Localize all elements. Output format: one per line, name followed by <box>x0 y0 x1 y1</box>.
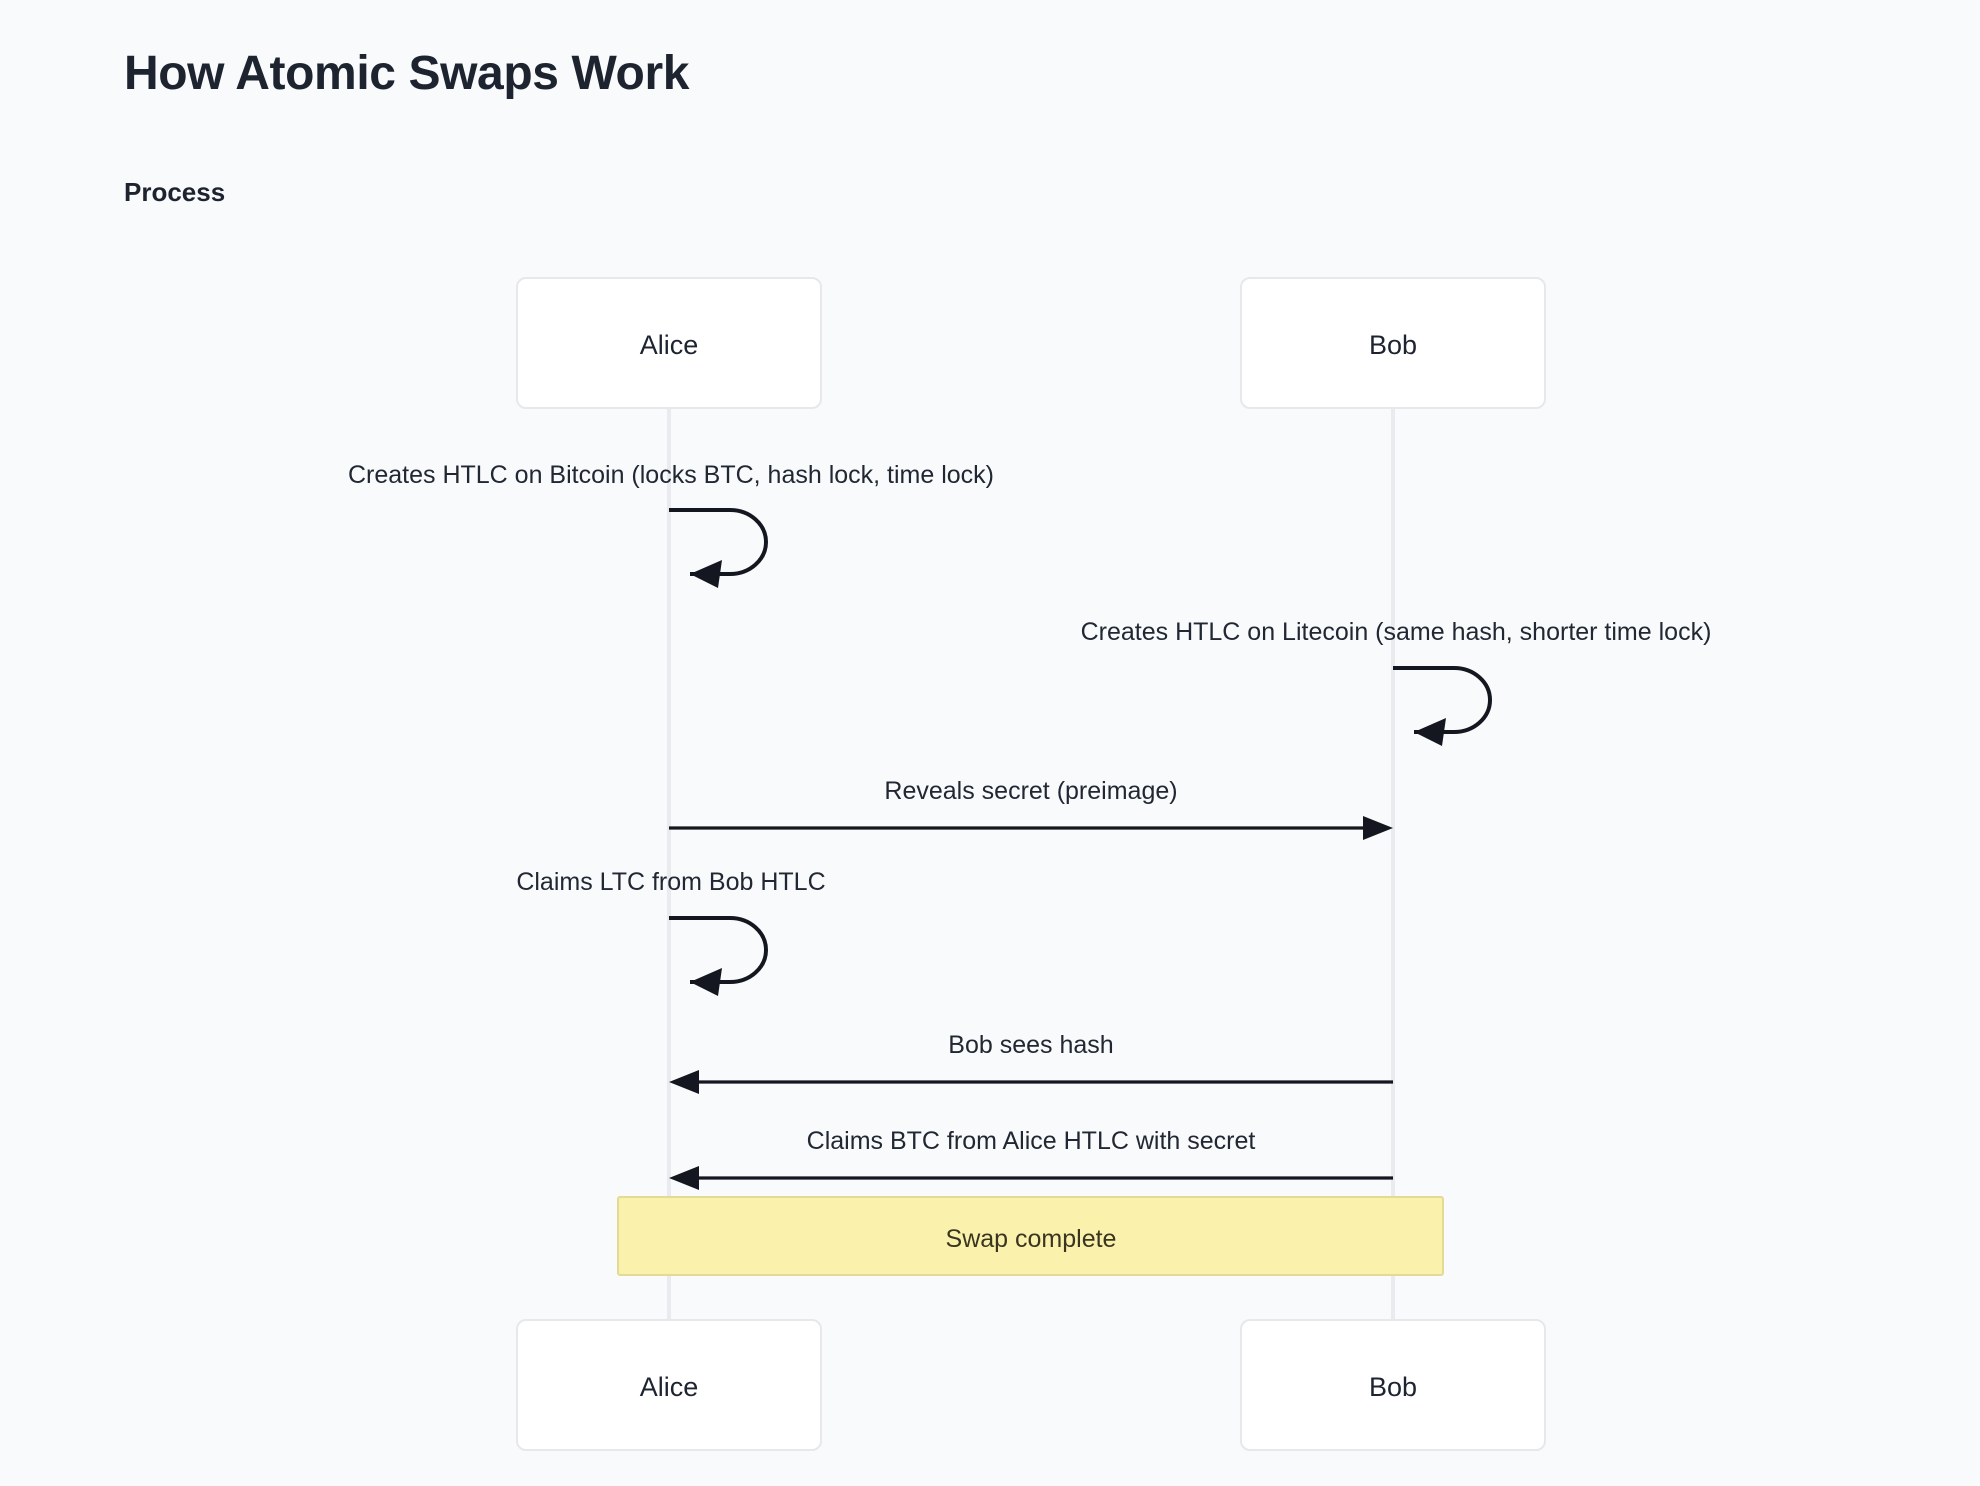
actor-label-alice-top: Alice <box>640 330 699 360</box>
actor-box-alice-bottom[interactable] <box>516 1319 822 1451</box>
message-label-1: Creates HTLC on Bitcoin (locks BTC, hash… <box>348 461 994 489</box>
note-label-swap-complete: Swap complete <box>946 1225 1117 1253</box>
message-label-3: Reveals secret (preimage) <box>884 777 1177 805</box>
message-arrow-1 <box>669 508 768 576</box>
message-label-4: Claims LTC from Bob HTLC <box>516 868 825 896</box>
message-label-6: Claims BTC from Alice HTLC with secret <box>807 1127 1256 1155</box>
message-arrowhead-4 <box>690 968 722 996</box>
message-arrowhead-3 <box>1363 816 1393 840</box>
message-arrowhead-6 <box>669 1166 699 1190</box>
message-arrowhead-2 <box>1414 718 1446 746</box>
actor-box-alice-top[interactable] <box>516 277 822 409</box>
page-title: How Atomic Swaps Work <box>124 47 690 100</box>
note-box-swap-complete <box>617 1196 1444 1276</box>
message-arrowhead-1 <box>690 560 722 588</box>
message-label-5: Bob sees hash <box>948 1031 1113 1059</box>
message-label-2: Creates HTLC on Litecoin (same hash, sho… <box>1081 618 1712 646</box>
actor-label-bob-bottom: Bob <box>1369 1372 1417 1402</box>
message-arrowhead-5 <box>669 1070 699 1094</box>
actor-box-bob-top[interactable] <box>1240 277 1546 409</box>
section-heading-process: Process <box>124 177 226 207</box>
message-arrow-2 <box>1393 666 1492 734</box>
actor-label-alice-bottom: Alice <box>640 1372 699 1402</box>
actor-box-bob-bottom[interactable] <box>1240 1319 1546 1451</box>
message-arrow-4 <box>669 916 768 984</box>
actor-label-bob-top: Bob <box>1369 330 1417 360</box>
